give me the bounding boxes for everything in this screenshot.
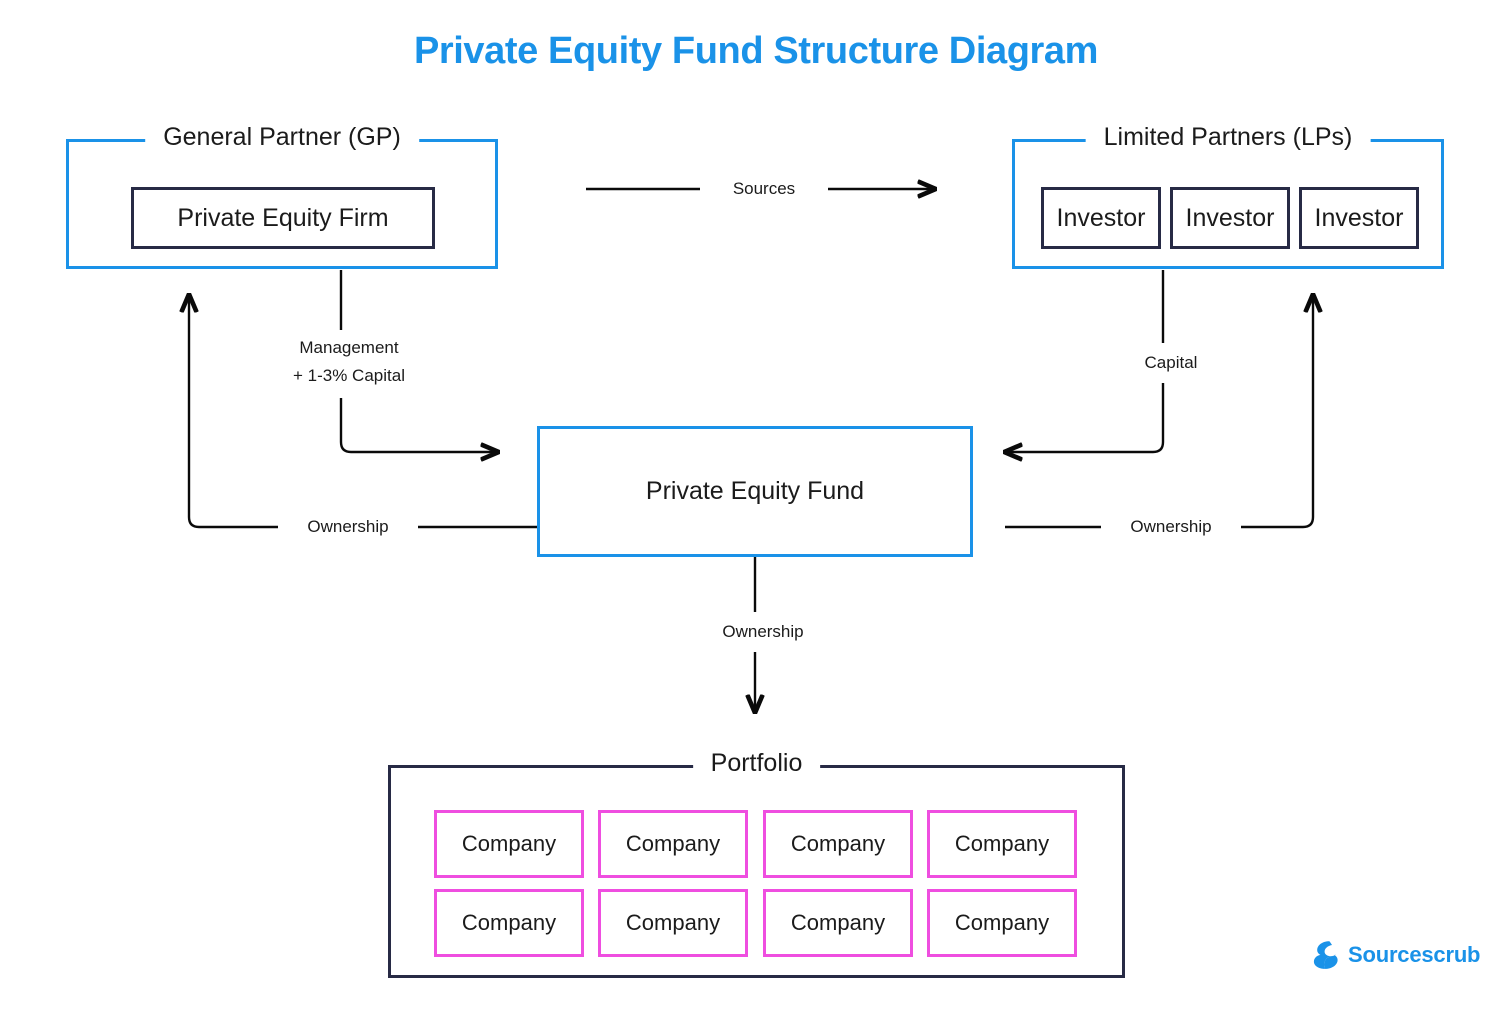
node-company-3-label: Company (790, 831, 886, 856)
edge-label-ownership-gp-text: Ownership (307, 517, 389, 536)
edge-label-ownership-gp: Ownership (278, 513, 418, 541)
sourcescrub-logo-icon (1313, 941, 1338, 969)
edge-label-sources-text: Sources (732, 179, 796, 198)
edge-management-elbow (339, 398, 498, 452)
node-private-equity-fund[interactable]: Private Equity Fund (537, 426, 973, 557)
node-company-4-label: Company (954, 831, 1050, 856)
node-investor-1[interactable]: Investor (1041, 187, 1161, 249)
edge-label-management: Management + 1-3% Capital (256, 334, 442, 390)
edge-label-ownership-lp: Ownership (1101, 513, 1241, 541)
edge-label-ownership-lp-text: Ownership (1130, 517, 1212, 536)
edge-label-ownership-portfolio-text: Ownership (722, 622, 804, 641)
edge-label-sources: Sources (700, 175, 828, 203)
node-company-8[interactable]: Company (927, 889, 1077, 957)
node-company-6-label: Company (625, 910, 721, 935)
node-company-2[interactable]: Company (598, 810, 748, 878)
group-portfolio: Portfolio (388, 747, 1125, 978)
group-limited-partners-label: Limited Partners (LPs) (1085, 121, 1371, 153)
brand-logo: Sourcescrub (1313, 940, 1480, 970)
node-company-6[interactable]: Company (598, 889, 748, 957)
group-general-partner-label: General Partner (GP) (145, 121, 419, 153)
brand-name: Sourcescrub (1348, 942, 1481, 967)
node-company-2-label: Company (625, 831, 721, 856)
node-company-7-label: Company (790, 910, 886, 935)
node-investor-2[interactable]: Investor (1170, 187, 1290, 249)
node-company-5-label: Company (461, 910, 557, 935)
group-limited-partners: Limited Partners (LPs) (1012, 121, 1444, 269)
edge-label-management-line1: Management (299, 338, 399, 357)
node-company-5[interactable]: Company (434, 889, 584, 957)
node-company-3[interactable]: Company (763, 810, 913, 878)
node-investor-2-label: Investor (1185, 203, 1275, 232)
edge-label-ownership-portfolio: Ownership (693, 618, 833, 646)
page-title: Private Equity Fund Structure Diagram (413, 30, 1099, 72)
node-private-equity-firm[interactable]: Private Equity Firm (131, 187, 435, 249)
node-investor-3-label: Investor (1314, 203, 1404, 232)
node-investor-3[interactable]: Investor (1299, 187, 1419, 249)
node-company-4[interactable]: Company (927, 810, 1077, 878)
node-company-1[interactable]: Company (434, 810, 584, 878)
node-company-8-label: Company (954, 910, 1050, 935)
edge-ownership-gp (189, 295, 537, 529)
group-general-partner: General Partner (GP) (66, 121, 498, 269)
edge-label-capital-text: Capital (1144, 353, 1198, 372)
edge-capital-elbow (1005, 383, 1165, 452)
edge-ownership-lp (1005, 295, 1313, 529)
node-company-7[interactable]: Company (763, 889, 913, 957)
edge-label-capital: Capital (1113, 349, 1229, 377)
node-investor-1-label: Investor (1056, 203, 1146, 232)
group-portfolio-label: Portfolio (692, 747, 821, 779)
node-private-equity-firm-label: Private Equity Firm (177, 203, 389, 232)
node-company-1-label: Company (461, 831, 557, 856)
node-private-equity-fund-label: Private Equity Fund (645, 477, 865, 505)
edge-label-management-line2: + 1-3% Capital (293, 366, 405, 385)
